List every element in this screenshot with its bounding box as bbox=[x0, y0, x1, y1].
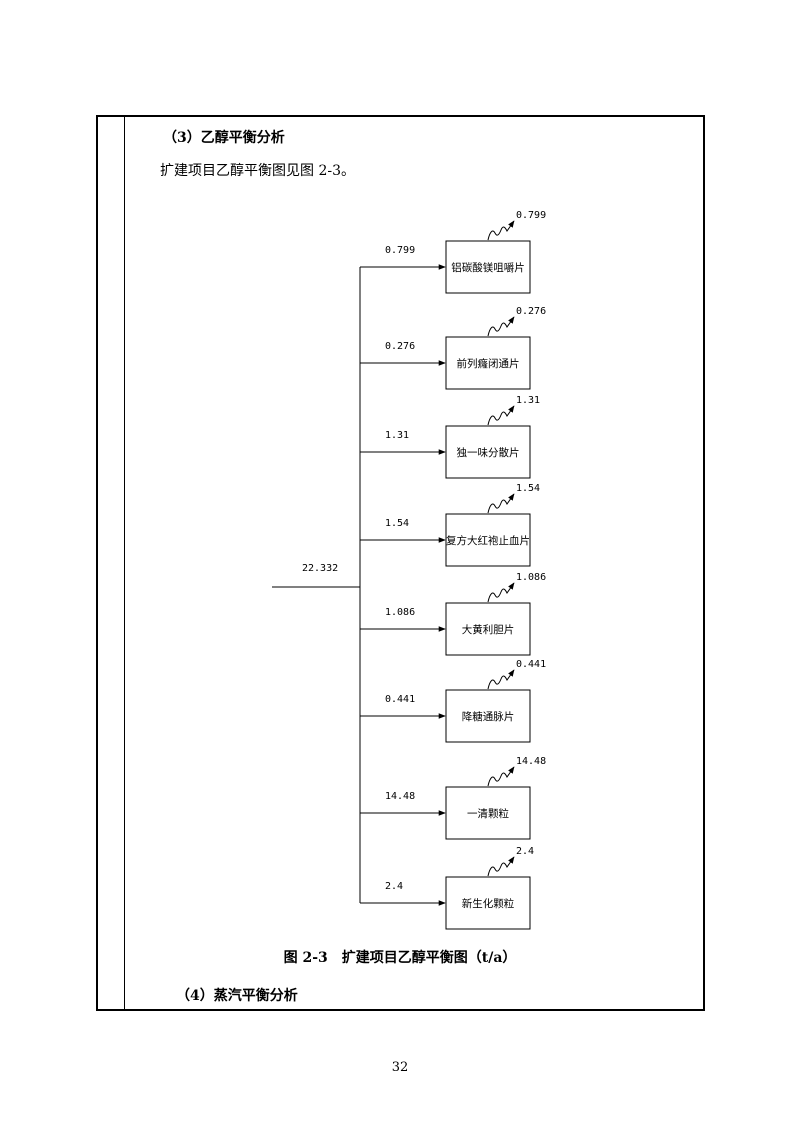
product-box bbox=[445, 336, 531, 390]
product-box bbox=[445, 240, 531, 294]
emission-arrow bbox=[487, 220, 515, 241]
figure-caption: 图 2-3 扩建项目乙醇平衡图（t/a） bbox=[283, 950, 517, 966]
branch-input-label: 1.54 bbox=[385, 518, 409, 529]
product-name: 独一味分散片 bbox=[457, 446, 520, 459]
emission-arrow bbox=[487, 493, 515, 514]
product-box bbox=[445, 513, 531, 567]
branch-input-label: 14.48 bbox=[385, 791, 415, 802]
page-number: 32 bbox=[391, 1060, 409, 1075]
emission-arrow bbox=[487, 856, 515, 877]
emission-arrow bbox=[487, 405, 515, 426]
emission-output-label: 1.31 bbox=[516, 395, 540, 406]
product-name: 新生化颗粒 bbox=[462, 897, 515, 910]
product-box bbox=[445, 602, 531, 656]
product-box bbox=[445, 425, 531, 479]
branch-input-label: 0.441 bbox=[385, 694, 415, 705]
emission-output-label: 2.4 bbox=[516, 846, 534, 857]
table-column-divider bbox=[124, 115, 125, 1011]
branch-input-label: 1.31 bbox=[385, 430, 409, 441]
emission-output-label: 0.276 bbox=[516, 306, 546, 317]
branch-input-label: 1.086 bbox=[385, 607, 415, 618]
emission-output-label: 0.799 bbox=[516, 210, 546, 221]
emission-output-label: 1.54 bbox=[516, 483, 540, 494]
product-name: 一清颗粒 bbox=[467, 807, 509, 820]
emission-output-label: 14.48 bbox=[516, 756, 546, 767]
product-name: 大黄利胆片 bbox=[462, 623, 515, 636]
emission-arrow bbox=[487, 766, 515, 787]
branch-input-label: 0.276 bbox=[385, 341, 415, 352]
table-frame bbox=[96, 115, 705, 1011]
product-name: 降糖通脉片 bbox=[462, 710, 515, 723]
intro-paragraph: 扩建项目乙醇平衡图见图 2-3。 bbox=[160, 163, 355, 179]
branch-input-label: 0.799 bbox=[385, 245, 415, 256]
product-box bbox=[445, 876, 531, 930]
product-name: 复方大红袍止血片 bbox=[446, 534, 530, 547]
product-box bbox=[445, 689, 531, 743]
product-box bbox=[445, 786, 531, 840]
emission-arrow bbox=[487, 582, 515, 603]
product-name: 铝碳酸镁咀嚼片 bbox=[451, 261, 525, 274]
emission-arrow bbox=[487, 669, 515, 690]
emission-arrow bbox=[487, 316, 515, 337]
branch-input-label: 2.4 bbox=[385, 881, 403, 892]
product-name: 前列癃闭通片 bbox=[457, 357, 520, 370]
emission-output-label: 0.441 bbox=[516, 659, 546, 670]
section-3-heading: （3）乙醇平衡分析 bbox=[163, 130, 285, 146]
section-4-heading: （4）蒸汽平衡分析 bbox=[176, 988, 298, 1004]
input-label: 22.332 bbox=[302, 563, 338, 574]
emission-output-label: 1.086 bbox=[516, 572, 546, 583]
